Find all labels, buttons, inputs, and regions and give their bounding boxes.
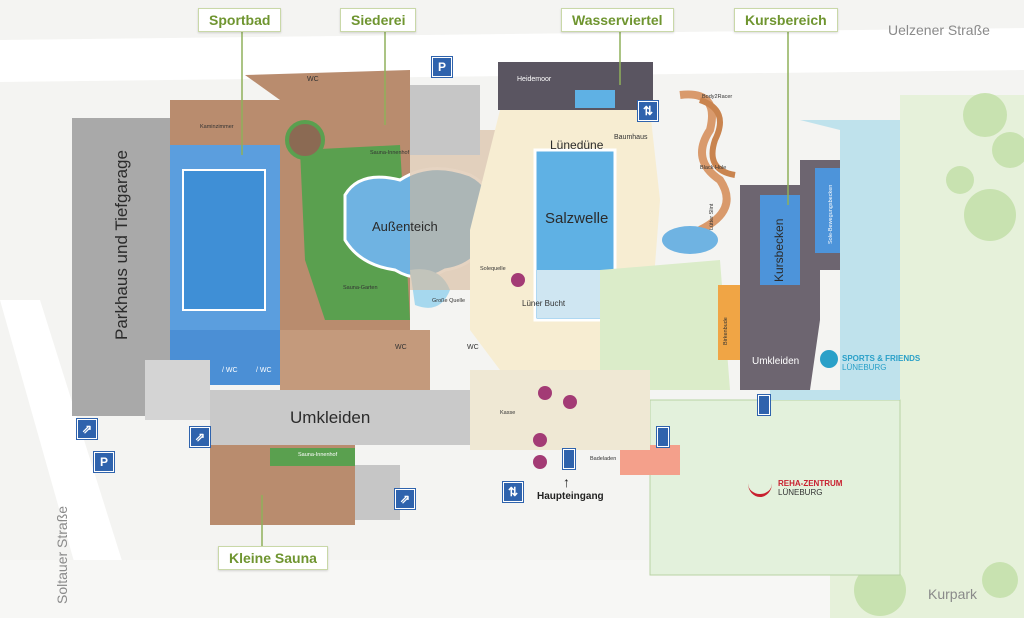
- tree: [992, 132, 1024, 168]
- green-lounge: [600, 260, 730, 390]
- door-icon[interactable]: [758, 395, 770, 415]
- round-sauna: [285, 120, 325, 160]
- label-wc-3: WC: [307, 76, 319, 83]
- grey-west: [145, 360, 210, 420]
- seat-circle: [563, 395, 577, 409]
- label-kasse: Kasse: [500, 410, 516, 416]
- label-body2racer: Body2Racer: [702, 94, 733, 100]
- callout-sportbad[interactable]: Sportbad: [198, 8, 282, 32]
- reha-icon: [748, 470, 772, 497]
- callout-kursbereich[interactable]: Kursbereich: [734, 8, 838, 32]
- logo-sports-friends-line2: LÜNEBURG: [842, 363, 887, 372]
- label-solequelle: Solequelle: [480, 266, 506, 272]
- sportbad-pool: [182, 169, 266, 311]
- seat-circle: [538, 386, 552, 400]
- label-salzwelle: Salzwelle: [545, 210, 609, 227]
- tree: [963, 93, 1007, 137]
- label-black-hole: Black Hole: [700, 165, 727, 171]
- label-parkhaus: Parkhaus und Tiefgarage: [112, 150, 131, 340]
- sauna-changing: [280, 330, 430, 390]
- label-haupteingang: Haupteingang: [537, 491, 604, 502]
- label-wc-5: / WC: [256, 367, 272, 374]
- stairs-icon[interactable]: ⇗: [77, 419, 97, 439]
- label-heidemoor: Heidemoor: [517, 76, 552, 83]
- uelzener-road: [0, 28, 1024, 82]
- label-wc-1: WC: [395, 344, 407, 351]
- tree: [946, 166, 974, 194]
- soltauer-road: [0, 300, 140, 618]
- label-luneduene: Lünedüne: [550, 138, 604, 152]
- kleine-sauna-innenhof: [270, 448, 355, 466]
- label-umkleiden-main: Umkleiden: [290, 408, 371, 427]
- elevator-icon[interactable]: ⇅: [503, 482, 523, 502]
- elevator-icon[interactable]: ⇅: [638, 101, 658, 121]
- label-aussenteich: Außenteich: [372, 219, 438, 234]
- label-birkenbude: Birkenbude: [723, 317, 729, 345]
- rehab-area: [649, 399, 901, 576]
- label-grosse-quelle: Große Quelle: [432, 298, 466, 304]
- street-soltauer: Soltauer Straße: [54, 505, 70, 604]
- seat-circle: [533, 433, 547, 447]
- label-luener-bucht: Lüner Bucht: [522, 299, 566, 308]
- stairs-icon[interactable]: ⇗: [395, 489, 415, 509]
- callout-siederei[interactable]: Siederei: [340, 8, 417, 32]
- sports-friends-area: [770, 120, 900, 400]
- foyer: [470, 370, 650, 450]
- umkleiden-main-block: [210, 390, 470, 445]
- heidemoor-pool: [575, 90, 615, 108]
- logo-reha-line1: REHA-ZENTRUM: [778, 479, 843, 488]
- logo-sports-friends: SPORTS & FRIENDS LÜNEBURG: [842, 354, 920, 372]
- logo-reha: REHA-ZENTRUM LÜNEBURG: [778, 479, 842, 497]
- grey-block: [410, 85, 480, 155]
- logo-reha-line2: LÜNEBURG: [778, 488, 823, 497]
- label-sole-bewegungsbecken: Sole-Bewegungsbecken: [828, 184, 834, 244]
- callout-wasserviertel[interactable]: Wasserviertel: [561, 8, 674, 32]
- kursbecken-pool: [760, 195, 800, 285]
- tree: [854, 564, 906, 616]
- seat-circle: [533, 455, 547, 469]
- door-icon[interactable]: [563, 449, 575, 469]
- seat-circle: [511, 273, 525, 287]
- label-sauna-garten: Sauna-Garten: [343, 285, 378, 291]
- label-baumhaus: Baumhaus: [614, 134, 648, 141]
- label-kursbecken: Kursbecken: [772, 218, 786, 282]
- parking-icon[interactable]: P: [432, 57, 452, 77]
- label-badeladen: Badeladen: [590, 456, 617, 462]
- stairs-icon[interactable]: ⇗: [190, 427, 210, 447]
- street-kurpark: Kurpark: [928, 586, 978, 602]
- label-wc-4: / WC: [222, 367, 238, 374]
- label-kaminzimmer: Kaminzimmer: [200, 124, 234, 130]
- callout-kleine-sauna[interactable]: Kleine Sauna: [218, 546, 328, 570]
- tree: [982, 562, 1018, 598]
- label-sauna-innenhof: Sauna-Innenhof: [370, 150, 410, 156]
- slide-2: [698, 97, 736, 178]
- label-umkleiden-kurs: Umkleiden: [752, 356, 800, 367]
- door-icon[interactable]: [657, 427, 669, 447]
- label-luetter-slint: Lütter Slint: [709, 203, 715, 230]
- logo-sports-friends-line1: SPORTS & FRIENDS: [842, 354, 921, 363]
- kaminzimmer-area: [170, 100, 280, 145]
- street-uelzener: Uelzener Straße: [888, 22, 990, 38]
- label-wc-2: WC: [467, 344, 479, 351]
- slide-pool: [662, 226, 718, 254]
- sports-friends-icon: [820, 350, 838, 368]
- tree: [964, 189, 1016, 241]
- arrow-up-icon: ↑: [563, 474, 570, 490]
- birkenbude-block: [718, 285, 740, 360]
- label-sauna-innenhof-2: Sauna-Innenhof: [298, 452, 338, 458]
- grey-south: [355, 465, 400, 520]
- parking-icon[interactable]: P: [94, 452, 114, 472]
